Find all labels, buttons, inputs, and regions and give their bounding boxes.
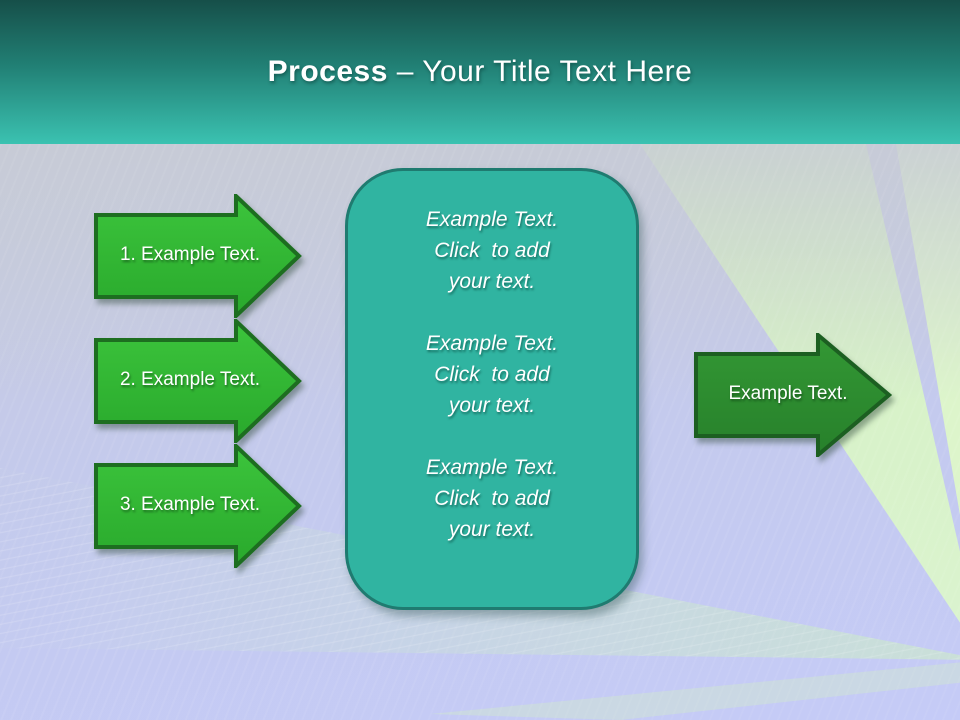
title-band: Process – Your Title Text Here xyxy=(0,0,960,144)
title-keyword: Process xyxy=(267,55,388,88)
step-label: 2. Example Text. xyxy=(119,369,261,390)
box-paragraph-1[interactable]: Example Text. Click to add your text. xyxy=(425,208,559,293)
step-item-2[interactable]: 2. Example Text. xyxy=(94,319,302,443)
slide-title[interactable]: Process – Your Title Text Here xyxy=(268,55,693,89)
step-arrow-shape xyxy=(94,194,302,318)
step-label: 3. Example Text. xyxy=(119,494,261,515)
step-arrow-shape xyxy=(94,319,302,443)
step-label: 1. Example Text. xyxy=(119,244,261,265)
box-paragraph-2[interactable]: Example Text. Click to add your text. xyxy=(425,332,559,417)
output-arrow-label: Example Text. xyxy=(728,383,848,404)
step-item-3[interactable]: 3. Example Text. xyxy=(94,444,302,568)
center-text-box[interactable]: Example Text. Click to add your text. Ex… xyxy=(345,168,639,610)
title-rest: – Your Title Text Here xyxy=(387,55,693,88)
output-arrow[interactable]: Example Text. xyxy=(694,333,892,457)
output-arrow-shape xyxy=(694,333,892,457)
step-item-1[interactable]: 1. Example Text. xyxy=(94,194,302,318)
step-arrow-shape xyxy=(94,444,302,568)
box-paragraph-3[interactable]: Example Text. Click to add your text. xyxy=(425,456,559,541)
